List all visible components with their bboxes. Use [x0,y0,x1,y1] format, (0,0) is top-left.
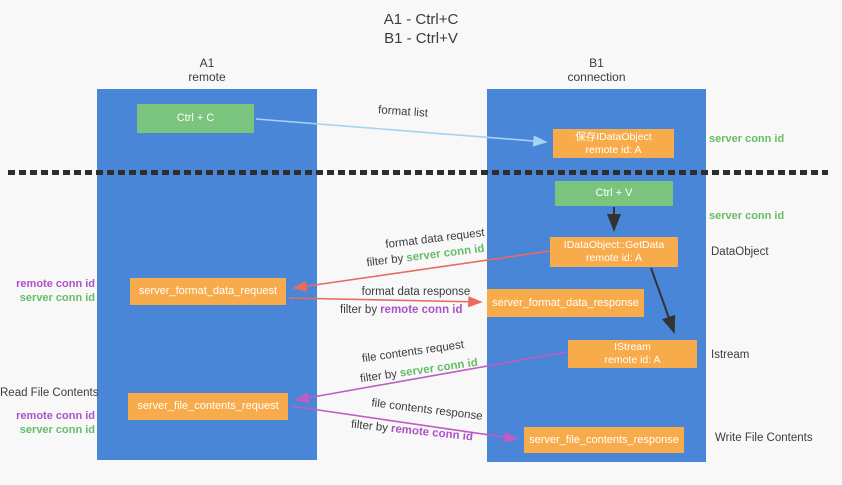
label-istream: Istream [711,349,750,361]
node-idataobject-getdata-line2: remote id: A [585,252,643,264]
filter-by-prefix: filter by [350,418,389,435]
lane-a-header: A1 remote [97,56,317,84]
node-ctrl-v-label: Ctrl + V [595,187,633,199]
node-server-format-data-response-label: server_format_data_response [492,296,639,309]
node-server-file-contents-request: server_file_contents_request [128,393,288,420]
title-line-a1: A1 - Ctrl+C [383,11,459,28]
filter-by-prefix: filter by [340,304,378,316]
label-server-conn-id-left-2: server conn id [19,424,95,436]
node-istream: IStream remote id: A [568,340,697,368]
lane-b-header: B1 connection [487,56,706,84]
diagram-title: A1 - Ctrl+C B1 - Ctrl+V [0,10,842,48]
label-server-conn-id-mid-right: server conn id [709,210,785,222]
label-write-file-contents: Write File Contents [715,432,813,444]
filter-by-remote-conn-id-value: remote conn id [380,304,463,316]
label-group-format-conn-ids: remote conn id server conn id [0,277,95,305]
filter-by-prefix: filter by [365,252,405,270]
lane-b-role: connection [567,70,626,84]
title-line-b1: B1 - Ctrl+V [384,30,458,47]
node-save-idataobject-line1: 保存IDataObject [575,130,652,143]
label-server-conn-id-top-right: server conn id [709,133,785,145]
node-server-file-contents-response-label: server_file_contents_response [529,433,679,446]
filter-by-server-conn-id-value: server conn id [399,356,479,380]
arrow-label-format-data-response: format data response [361,286,471,298]
node-ctrl-c-label: Ctrl + C [176,112,215,124]
lane-b-name: B1 [589,56,604,70]
format-data-response-arrow [288,296,483,308]
label-dataobject: DataObject [711,246,769,258]
lane-a-role: remote [188,70,226,84]
node-idataobject-getdata: IDataObject::GetData remote id: A [550,237,678,267]
node-save-idataobject-line2: remote id: A [585,143,642,156]
lane-a-name: A1 [199,56,215,70]
label-remote-conn-id-left-1: remote conn id [16,278,95,290]
arrow-label-format-list: format list [377,104,429,120]
arrow-label-file-contents-response: file contents response [370,397,484,423]
filter-by-prefix: filter by [359,368,398,386]
label-group-file-conn-ids: remote conn id server conn id [0,409,95,437]
node-server-format-data-response: server_format_data_response [487,289,644,317]
node-server-file-contents-request-label: server_file_contents_request [137,400,279,412]
label-remote-conn-id-left-2: remote conn id [16,410,95,422]
dashed-separator-line [8,170,828,175]
node-istream-line1: IStream [614,341,651,353]
node-server-format-data-request-label: server_format_data_request [138,285,278,297]
label-read-file-contents: Read File Contents [0,387,99,399]
node-ctrl-c: Ctrl + C [137,104,254,133]
node-save-idataobject: 保存IDataObject remote id: A [553,129,674,158]
label-server-conn-id-left-1: server conn id [19,292,95,304]
node-server-format-data-request: server_format_data_request [130,278,286,305]
filter-by-remote-conn-id-value: remote conn id [390,422,474,444]
node-idataobject-getdata-line1: IDataObject::GetData [563,239,665,251]
node-server-file-contents-response: server_file_contents_response [524,427,684,453]
node-istream-line2: remote id: A [604,354,661,366]
node-ctrl-v: Ctrl + V [555,181,673,206]
